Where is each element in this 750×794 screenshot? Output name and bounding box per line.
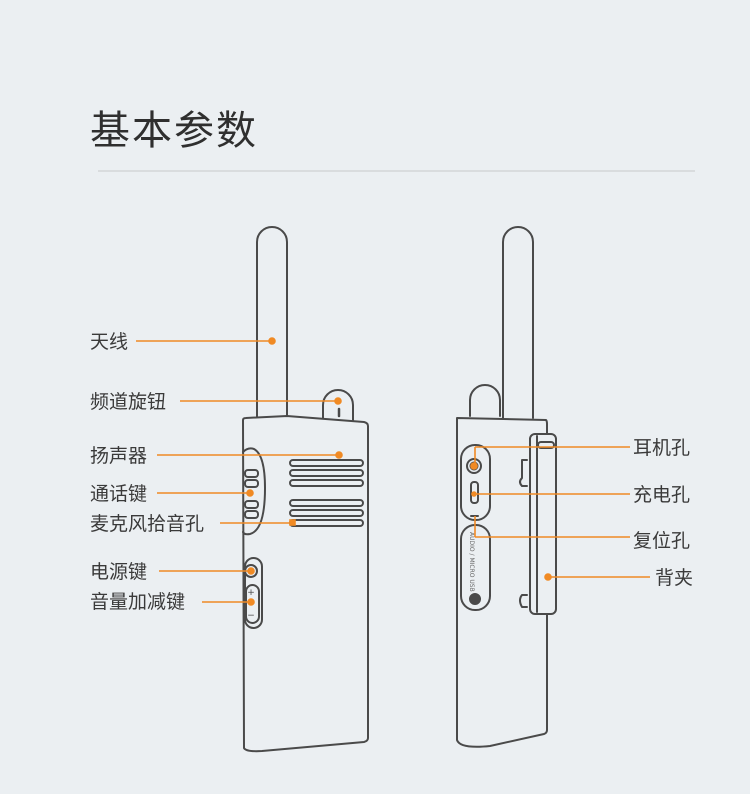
label-power-button: 电源键 bbox=[90, 561, 148, 583]
ptt-slot bbox=[244, 479, 259, 488]
label-volume-button: 音量加减键 bbox=[90, 591, 186, 613]
port-cover-text: AUDIO / MICRO USB bbox=[468, 532, 475, 592]
leader-dot bbox=[246, 489, 254, 497]
leader-dot bbox=[544, 573, 552, 581]
clip-hinge-bottom bbox=[519, 594, 528, 608]
volume-plus-symbol: + bbox=[247, 588, 255, 598]
clip-slot bbox=[537, 441, 555, 449]
side-body bbox=[456, 417, 548, 748]
usb-port-shape bbox=[470, 481, 479, 504]
ptt-slot bbox=[244, 469, 259, 478]
leader-dot bbox=[247, 567, 255, 575]
front-antenna bbox=[256, 226, 288, 421]
leader-dot bbox=[289, 519, 296, 526]
grille-slot bbox=[289, 479, 364, 487]
port-cover-icon bbox=[469, 593, 481, 605]
ptt-slot bbox=[244, 510, 259, 519]
label-speaker: 扬声器 bbox=[90, 445, 148, 467]
clip-hinge bbox=[519, 459, 528, 487]
label-charging-port: 充电孔 bbox=[633, 484, 691, 506]
side-channel-knob bbox=[469, 384, 501, 417]
label-antenna: 天线 bbox=[90, 331, 129, 353]
earphone-jack-shape bbox=[466, 458, 482, 474]
label-ptt-button: 通话键 bbox=[90, 483, 148, 505]
label-microphone: 麦克风拾音孔 bbox=[90, 513, 205, 535]
leader-dot bbox=[471, 491, 477, 497]
label-back-clip: 背夹 bbox=[655, 567, 694, 589]
label-reset-hole: 复位孔 bbox=[633, 530, 691, 552]
volume-minus-symbol: − bbox=[247, 611, 255, 621]
back-clip-shape bbox=[529, 433, 557, 615]
leader-dot bbox=[470, 462, 478, 470]
leader-dot bbox=[268, 337, 276, 345]
label-earphone-jack: 耳机孔 bbox=[633, 437, 691, 459]
ptt-slot bbox=[244, 500, 259, 509]
leader-dot bbox=[334, 397, 342, 405]
side-antenna bbox=[502, 226, 534, 419]
leader-dot bbox=[335, 451, 343, 459]
grille-slot bbox=[289, 459, 364, 467]
divider bbox=[98, 170, 695, 172]
grille-slot bbox=[289, 499, 364, 507]
grille-slot bbox=[289, 509, 364, 517]
volume-rocker bbox=[245, 584, 260, 624]
page-title: 基本参数 bbox=[90, 108, 258, 154]
leader-dot bbox=[247, 598, 255, 606]
grille-slot bbox=[289, 469, 364, 477]
label-channel-knob: 频道旋钮 bbox=[90, 391, 167, 413]
ptt-panel bbox=[242, 447, 266, 536]
